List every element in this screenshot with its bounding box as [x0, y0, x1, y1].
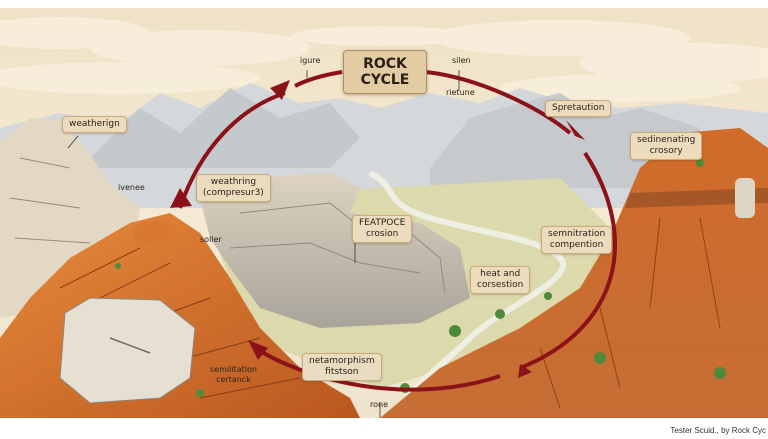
label-semilitation-certanck: semilitation certanck [210, 365, 257, 384]
label-soller: soller [200, 235, 222, 244]
label-weathering-compression: weathring (compresur3) [196, 174, 271, 202]
label-rone: rone [370, 400, 388, 409]
label-igure: igure [300, 56, 321, 65]
label-sedimentating: sedinenating crosory [630, 132, 703, 160]
label-spretaution: Spretaution [545, 100, 612, 117]
label-featpoce-erosion: FEATPOCE crosion [352, 215, 413, 243]
rock-cycle-illustration: ROCK CYCLE weatherign weathring (compres… [0, 8, 768, 418]
title-line-2: CYCLE [360, 72, 410, 88]
label-weathering: weatherign [62, 116, 127, 133]
label-rietune: rietune [446, 88, 475, 97]
label-semnitration-compaction: semnitration compention [541, 226, 613, 254]
title-line-1: ROCK [363, 56, 407, 72]
shrubs [115, 159, 726, 397]
cycle-arrows [178, 70, 617, 392]
rock-cycle-title: ROCK CYCLE [343, 50, 427, 94]
label-silen: silen [452, 56, 471, 65]
image-caption: Tester Scuid., by Rock Cyc [670, 426, 766, 435]
label-heat-and-corsestion: heat and corsestion [470, 266, 531, 294]
label-ivenee: ivenee [118, 183, 145, 192]
label-metamorphism: netamorphism fitstson [302, 353, 382, 381]
